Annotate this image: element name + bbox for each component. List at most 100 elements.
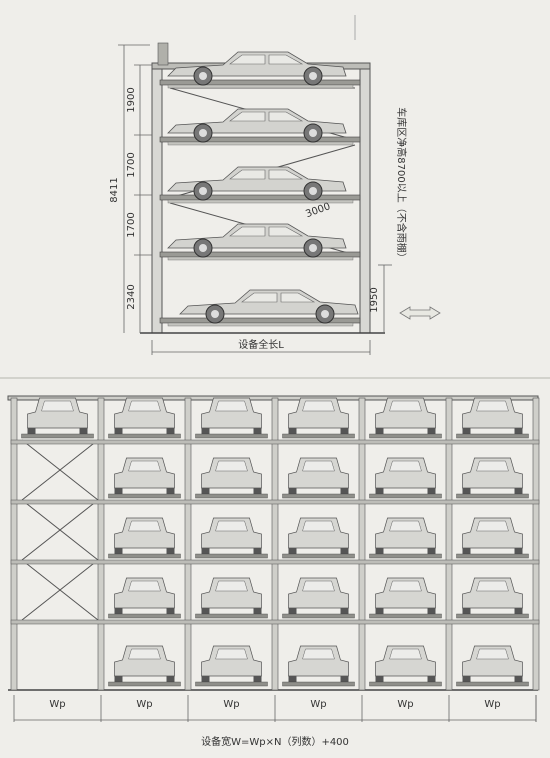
car-window <box>229 169 304 180</box>
car-windshield <box>128 520 161 532</box>
car-windshield <box>476 520 509 532</box>
car-windshield <box>128 648 161 660</box>
car-wheel <box>288 548 297 556</box>
car-hub <box>199 244 207 252</box>
car-wheel <box>201 428 210 436</box>
car-window <box>229 54 304 65</box>
side-dimensions <box>118 15 392 355</box>
car-body <box>288 517 349 549</box>
car-hub <box>309 244 317 252</box>
car-wheel <box>375 488 384 496</box>
car-body <box>375 577 436 609</box>
car-windshield <box>389 520 422 532</box>
car-platform <box>282 681 355 687</box>
car-wheel <box>201 608 210 616</box>
car-hub <box>309 129 317 137</box>
front-car <box>108 457 181 499</box>
car-platform <box>282 613 355 619</box>
car-wheel <box>253 608 262 616</box>
car-wheel <box>375 608 384 616</box>
front-column <box>445 397 453 691</box>
car-wheel <box>166 608 175 616</box>
car-platform <box>282 553 355 559</box>
car-body <box>375 517 436 549</box>
car-body <box>201 577 262 609</box>
front-car <box>369 457 442 499</box>
car-platform <box>108 433 181 439</box>
side-platform-rail <box>167 141 354 146</box>
car-windshield <box>128 580 161 592</box>
car-body <box>114 517 175 549</box>
car-wheel <box>166 676 175 684</box>
car-wheel <box>340 428 349 436</box>
front-column <box>10 397 18 691</box>
front-car <box>195 517 268 559</box>
car-windshield <box>128 400 161 412</box>
car-window <box>229 111 304 122</box>
front-brace <box>21 439 99 501</box>
car-wheel <box>253 676 262 684</box>
car-hub <box>309 187 317 195</box>
side-platform <box>159 251 361 258</box>
car-platform <box>369 493 442 499</box>
car-body <box>114 457 175 489</box>
car-body <box>288 577 349 609</box>
front-car <box>456 645 529 687</box>
car-windshield <box>302 580 335 592</box>
height-note: 车库区净高8700以上（不含雨棚） <box>395 107 408 262</box>
car-wheel <box>462 676 471 684</box>
car-wheel <box>288 488 297 496</box>
car-body <box>288 645 349 677</box>
car-wheel <box>375 676 384 684</box>
car-body <box>201 645 262 677</box>
front-grid <box>10 397 540 691</box>
car-wheel <box>427 488 436 496</box>
car-platform <box>282 433 355 439</box>
front-column <box>271 397 279 691</box>
side-car <box>167 223 347 258</box>
car-body <box>114 577 175 609</box>
car-wheel <box>514 608 523 616</box>
car-platform <box>369 433 442 439</box>
car-wheel <box>462 428 471 436</box>
car-windshield <box>215 460 248 472</box>
car-platform <box>195 553 268 559</box>
car-body <box>114 645 175 677</box>
front-car <box>369 645 442 687</box>
side-car <box>167 166 347 201</box>
car-platform <box>456 433 529 439</box>
car-wheel <box>340 676 349 684</box>
car-body <box>114 397 175 429</box>
front-car <box>369 577 442 619</box>
car-hub <box>199 129 207 137</box>
car-body <box>27 397 88 429</box>
side-platform-rail <box>167 256 354 261</box>
car-wheel <box>340 608 349 616</box>
car-body <box>375 397 436 429</box>
car-hub <box>309 72 317 80</box>
double-arrow-icon <box>399 306 441 320</box>
car-windshield <box>389 580 422 592</box>
dim-overall-label: 8411 <box>109 177 120 202</box>
car-wheel <box>427 428 436 436</box>
car-hub <box>199 187 207 195</box>
car-windshield <box>215 400 248 412</box>
side-platform-rail <box>167 84 354 89</box>
car-wheel <box>201 488 210 496</box>
car-wheel <box>166 488 175 496</box>
car-windshield <box>476 400 509 412</box>
car-wheel <box>114 608 123 616</box>
car-windshield <box>215 648 248 660</box>
car-wheel <box>427 608 436 616</box>
side-levels <box>157 42 361 327</box>
car-wheel <box>462 548 471 556</box>
front-column <box>532 397 540 691</box>
front-column <box>184 397 192 691</box>
car-platform <box>195 493 268 499</box>
front-car <box>456 397 529 439</box>
car-wheel <box>288 608 297 616</box>
front-beam <box>10 499 540 505</box>
car-wheel <box>79 428 88 436</box>
car-wheel <box>166 548 175 556</box>
